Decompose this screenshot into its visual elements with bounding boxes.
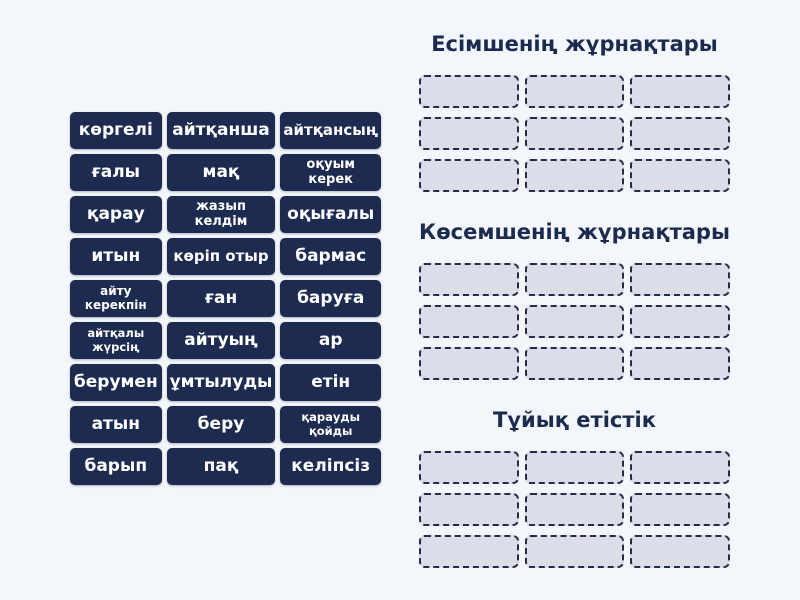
word-tile[interactable]: оқығалы: [280, 196, 381, 233]
drop-slot[interactable]: [419, 305, 519, 338]
category-group: Тұйық етістік: [419, 406, 730, 568]
word-tile[interactable]: көріп отыр: [166, 238, 276, 275]
drop-slot[interactable]: [630, 75, 730, 108]
drop-slot[interactable]: [630, 117, 730, 150]
word-tile[interactable]: мақ: [166, 154, 276, 191]
drop-slot[interactable]: [630, 263, 730, 296]
drop-slot[interactable]: [524, 535, 625, 568]
word-tile[interactable]: ғалы: [70, 154, 162, 191]
word-tile[interactable]: итын: [70, 238, 162, 275]
drop-slot[interactable]: [524, 493, 625, 526]
slot-grid: [419, 451, 730, 568]
word-tile[interactable]: айтқанша: [166, 112, 276, 149]
drop-slot[interactable]: [419, 451, 519, 484]
drop-slot[interactable]: [630, 493, 730, 526]
word-tile[interactable]: ған: [166, 280, 276, 317]
word-tile[interactable]: айтуың: [166, 322, 276, 359]
word-tile[interactable]: қарауды қойды: [280, 406, 381, 443]
drop-slot[interactable]: [419, 535, 519, 568]
word-tile[interactable]: қарау: [70, 196, 162, 233]
drop-slot[interactable]: [524, 305, 625, 338]
word-tile[interactable]: келіпсіз: [280, 448, 381, 485]
word-tile[interactable]: көргелі: [70, 112, 162, 149]
drop-slot[interactable]: [630, 347, 730, 380]
word-tile[interactable]: жазып келдім: [166, 196, 276, 233]
word-tile[interactable]: айту керекпін: [70, 280, 162, 317]
word-tile[interactable]: бармас: [280, 238, 381, 275]
category-group: Есімшенің жұрнақтары: [419, 30, 730, 192]
group-title: Көсемшенің жұрнақтары: [419, 220, 730, 244]
word-tile[interactable]: пақ: [166, 448, 276, 485]
word-tile[interactable]: барып: [70, 448, 162, 485]
drop-slot[interactable]: [524, 347, 625, 380]
drop-slot[interactable]: [419, 159, 519, 192]
drop-slot[interactable]: [419, 347, 519, 380]
drop-slot[interactable]: [524, 451, 625, 484]
word-tile[interactable]: берумен: [70, 364, 162, 401]
word-tile[interactable]: айтқалы жүрсің: [70, 322, 162, 359]
drop-slot[interactable]: [419, 493, 519, 526]
word-tile[interactable]: ұмтылуды: [166, 364, 276, 401]
drop-slot[interactable]: [630, 159, 730, 192]
word-tile[interactable]: беру: [166, 406, 276, 443]
drop-slot[interactable]: [524, 263, 625, 296]
drop-slot[interactable]: [524, 75, 625, 108]
drop-slot[interactable]: [630, 535, 730, 568]
word-tile[interactable]: баруға: [280, 280, 381, 317]
drop-slot[interactable]: [630, 451, 730, 484]
drop-slot[interactable]: [524, 117, 625, 150]
slot-grid: [419, 263, 730, 380]
word-tile[interactable]: айтқансың: [280, 112, 381, 149]
word-tile[interactable]: ар: [280, 322, 381, 359]
word-tile[interactable]: атын: [70, 406, 162, 443]
category-group: Көсемшенің жұрнақтары: [419, 218, 730, 380]
word-tile[interactable]: етін: [280, 364, 381, 401]
drop-slot[interactable]: [419, 263, 519, 296]
group-title: Тұйық етістік: [493, 408, 656, 432]
drop-slot[interactable]: [630, 305, 730, 338]
group-title: Есімшенің жұрнақтары: [431, 32, 718, 56]
drop-slot[interactable]: [419, 75, 519, 108]
drop-slot[interactable]: [419, 117, 519, 150]
slot-grid: [419, 75, 730, 192]
drop-slot[interactable]: [524, 159, 625, 192]
word-tile[interactable]: оқуым керек: [280, 154, 381, 191]
